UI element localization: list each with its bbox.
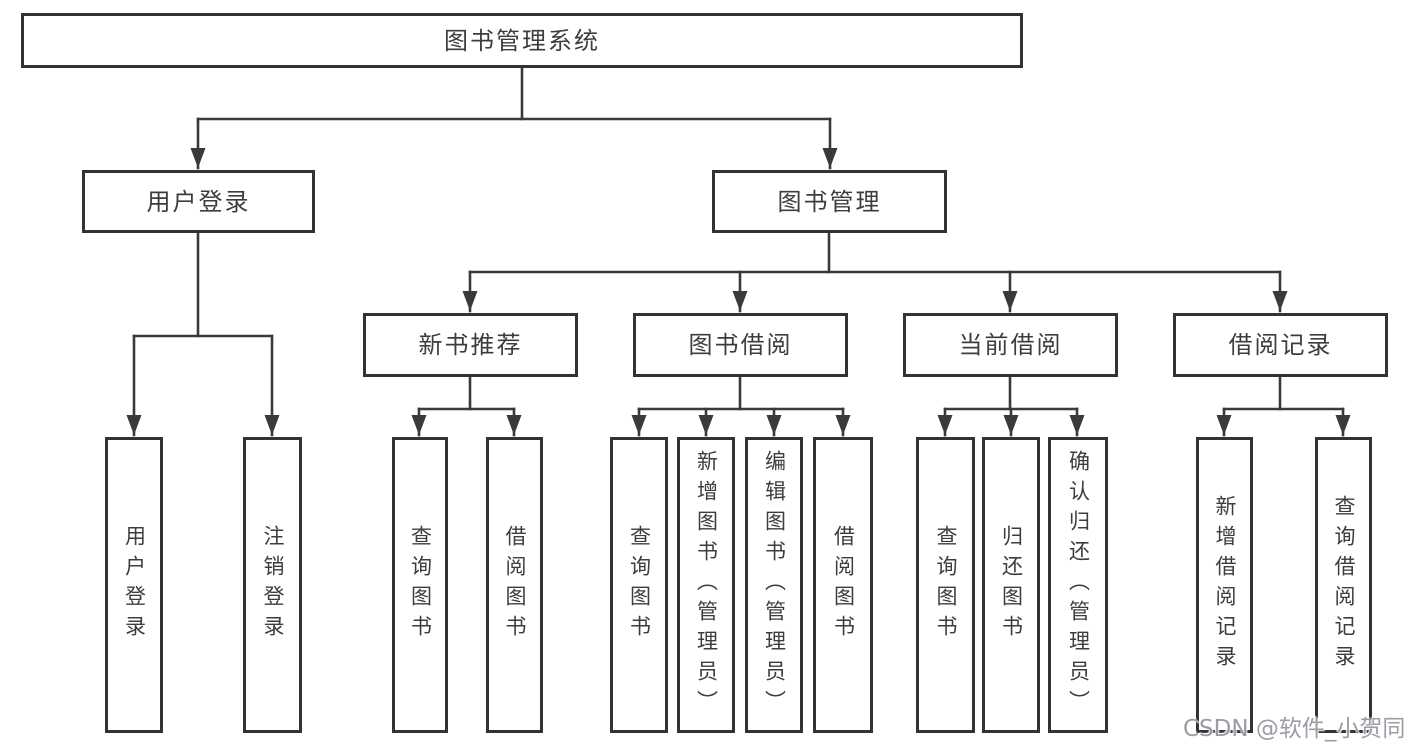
- node-leaf-query-borrow-record-label: 查询借阅记录: [1332, 495, 1356, 675]
- node-user-login-group-label: 用户登录: [146, 187, 251, 216]
- node-leaf-query-borrow-record: 查询借阅记录: [1315, 437, 1372, 733]
- node-leaf-current-query-book-label: 查询图书: [934, 525, 958, 645]
- node-new-book-recommend: 新书推荐: [363, 313, 578, 377]
- node-borrow-records-label: 借阅记录: [1228, 331, 1333, 359]
- node-leaf-newbook-borrow-book: 借阅图书: [486, 437, 543, 733]
- node-leaf-edit-book-admin: 编辑图书（管理员）: [745, 437, 803, 733]
- node-leaf-user-login: 用户登录: [105, 437, 163, 733]
- node-book-borrowing: 图书借阅: [633, 313, 848, 377]
- node-leaf-confirm-return-admin: 确认归还（管理员）: [1048, 437, 1108, 733]
- csdn-watermark: CSDN @软件_小贺同学: [1183, 716, 1405, 742]
- node-leaf-logout-label: 注销登录: [261, 525, 285, 645]
- node-leaf-user-login-label: 用户登录: [122, 525, 147, 645]
- node-new-book-recommend-label: 新书推荐: [418, 331, 523, 359]
- node-system-root-label: 图书管理系统: [444, 26, 600, 55]
- node-leaf-newbook-query-book: 查询图书: [392, 437, 448, 733]
- node-leaf-add-borrow-record: 新增借阅记录: [1196, 437, 1253, 733]
- node-leaf-borrowing-query-book-label: 查询图书: [627, 525, 652, 645]
- node-leaf-borrowing-borrow-book-label: 借阅图书: [831, 525, 856, 645]
- node-leaf-current-query-book: 查询图书: [916, 437, 975, 733]
- node-leaf-confirm-return-admin-label: 确认归还（管理员）: [1066, 450, 1091, 720]
- node-leaf-add-book-admin: 新增图书（管理员）: [677, 437, 735, 733]
- node-borrow-records: 借阅记录: [1173, 313, 1388, 377]
- node-book-borrowing-label: 图书借阅: [688, 331, 793, 359]
- node-leaf-borrowing-query-book: 查询图书: [610, 437, 668, 733]
- node-leaf-edit-book-admin-label: 编辑图书（管理员）: [762, 450, 787, 720]
- node-current-borrowing-label: 当前借阅: [958, 331, 1063, 359]
- node-leaf-borrowing-borrow-book: 借阅图书: [813, 437, 873, 733]
- node-leaf-newbook-query-book-label: 查询图书: [408, 525, 433, 645]
- node-leaf-add-book-admin-label: 新增图书（管理员）: [694, 450, 719, 720]
- node-user-login-group: 用户登录: [82, 170, 315, 233]
- node-current-borrowing: 当前借阅: [903, 313, 1118, 377]
- node-book-management-label: 图书管理: [777, 187, 882, 216]
- node-system-root: 图书管理系统: [21, 13, 1023, 68]
- node-leaf-logout: 注销登录: [243, 437, 302, 733]
- node-leaf-newbook-borrow-book-label: 借阅图书: [503, 525, 527, 645]
- node-leaf-return-book-label: 归还图书: [999, 525, 1024, 645]
- node-leaf-return-book: 归还图书: [982, 437, 1040, 733]
- node-leaf-add-borrow-record-label: 新增借阅记录: [1213, 495, 1237, 675]
- node-book-management: 图书管理: [712, 170, 947, 233]
